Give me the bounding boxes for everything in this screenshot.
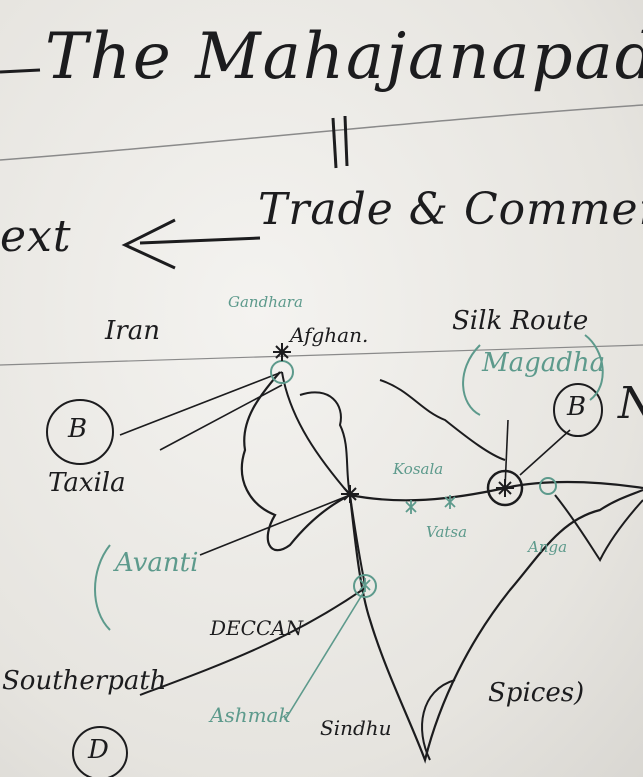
label-anga: Anga [528,538,568,556]
star-afghan [273,343,291,361]
star-magadha [496,479,514,497]
label-b-left: B [68,414,88,444]
left-fragment: ext [0,211,72,262]
bengal-outline [554,494,643,562]
india-outline [240,371,643,764]
spices-bracket [421,679,456,761]
avanti-paren [94,544,111,631]
himalaya-outline [379,379,506,461]
label-taxila: Taxila [48,468,126,498]
pointer-magadha [504,419,509,489]
subtitle: Trade & Commerc [258,184,643,235]
arrow-shaft [139,236,261,245]
anga-circle [539,477,557,495]
page-title: The Mahajanapada [45,20,643,94]
magadha-circle [486,469,524,507]
ashmak-circle [353,574,377,598]
label-sindhu: Sindhu [320,716,392,740]
equals-mark-1 [331,117,338,169]
b-left-circle [46,399,114,465]
label-spices: Spices) [488,678,585,708]
teal-star-markers [359,495,456,592]
label-silk-route: Silk Route [452,306,589,336]
arrow-head [121,218,176,270]
label-vatsa: Vatsa [426,523,468,541]
route-southpath [139,587,366,696]
d-bottom-circle [72,726,128,777]
label-avanti: Avanti [115,548,199,578]
pointer-taxila-1 [119,371,283,436]
pointer-avanti [199,494,351,556]
pointer-b-right [519,429,571,476]
star-vatsa [444,495,456,509]
pointer-taxila-2 [159,384,283,451]
label-southpath: Southerpath [2,666,167,696]
star-ashmak [359,578,371,592]
star-kosala [405,500,417,514]
equals-mark-2 [343,115,349,167]
title-dash [0,68,41,74]
label-ashmak: Ashmak [210,703,291,727]
divider-line-top [0,104,643,161]
label-afghan: Afghan. [290,323,369,347]
b-right-circle [553,383,603,437]
label-d-bottom: D [88,735,109,765]
divider-line-mid [0,344,643,366]
star-markers [273,343,514,503]
label-b-right: B [567,392,587,422]
label-n-fragment: N [618,382,643,426]
route-north [281,371,351,496]
magadha-paren-close [584,334,604,401]
indus-outline [299,391,351,496]
star-avanti [341,485,359,503]
label-gandhara: Gandhara [228,293,303,311]
label-iran: Iran [105,316,160,346]
label-kosala: Kosala [393,460,444,478]
pointer-ashmak [284,589,366,721]
route-gangetic [349,480,643,502]
label-magadha: Magadha [482,348,606,378]
route-south [349,494,366,586]
label-deccan: DECCAN [210,616,304,640]
magadha-paren [462,344,481,416]
